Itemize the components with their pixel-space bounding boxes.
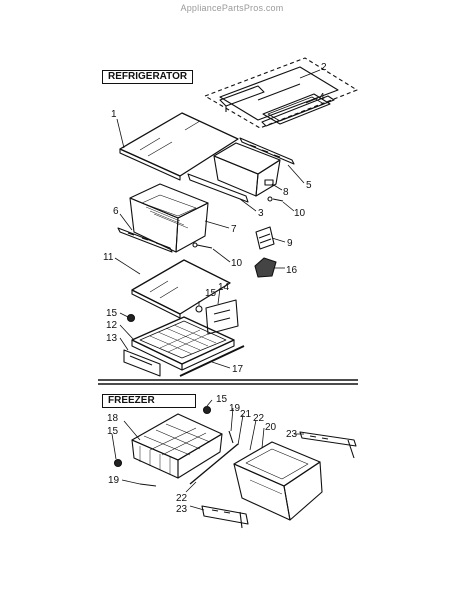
glass-shelf-11: [131, 259, 231, 319]
callout-20: 20: [265, 422, 277, 433]
cover-9: [255, 226, 275, 250]
crisper-cover-glass: [262, 93, 331, 125]
freezer-section-label: FREEZER: [102, 394, 196, 408]
callout-14: 14: [218, 282, 230, 293]
callout-12: 12: [106, 320, 118, 331]
pantry-drawer: [131, 316, 235, 371]
callout-5: 5: [306, 180, 312, 191]
callout-7: 7: [231, 224, 237, 235]
freezer-basket-18: [131, 413, 223, 479]
callout-15-basket: 15: [107, 426, 119, 437]
callout-15-pantry: 15: [205, 288, 217, 299]
pin-19-lower: [139, 483, 157, 487]
rail-17: [179, 345, 245, 377]
clip-15-front: [126, 313, 136, 323]
crisper-cover-frame: [219, 85, 265, 112]
callout-9: 9: [287, 238, 293, 249]
clip-15-freezer-upper: [202, 405, 212, 415]
freezer-bin-20: [233, 441, 323, 521]
section-divider: [98, 379, 358, 385]
callout-16: 16: [286, 265, 298, 276]
control-16: [254, 257, 277, 278]
freezer-slide-23-upper: [299, 431, 357, 459]
rod-21: [189, 443, 239, 485]
watermark-text: AppliancePartsPros.com: [180, 3, 284, 13]
callout-2: 2: [321, 62, 327, 73]
callout-8: 8: [283, 187, 289, 198]
leader-lines: [111, 69, 321, 511]
drawer-slide-5: [239, 137, 295, 165]
callout-13: 13: [106, 333, 118, 344]
pin-10-lower: [192, 242, 213, 249]
callout-18: 18: [107, 413, 119, 424]
callout-21: 21: [240, 409, 252, 420]
clip-8: [264, 179, 274, 186]
callout-17: 17: [232, 364, 244, 375]
drawer-slide-6: [117, 227, 173, 253]
pin-19-upper: [228, 430, 234, 444]
clip-15-freezer-lower: [113, 458, 123, 468]
deli-drawer-7: [129, 183, 209, 253]
glass-shelf-1: [119, 112, 239, 181]
callout-23-lower: 23: [176, 504, 188, 515]
pin-10-upper: [267, 196, 284, 202]
callout-19-lower: 19: [108, 475, 120, 486]
slide-rail-14: [205, 299, 239, 335]
crisper-cover-assembly: [204, 57, 358, 129]
callout-19-upper: 19: [229, 403, 241, 414]
callout-3: 3: [258, 208, 264, 219]
callout-11: 11: [103, 252, 114, 263]
callout-15-front: 15: [106, 308, 118, 319]
callout-6: 6: [113, 206, 119, 217]
callout-1: 1: [111, 109, 117, 120]
callout-15-freezer: 15: [216, 394, 228, 405]
freezer-slide-23-lower: [201, 505, 249, 529]
callout-4: 4: [319, 92, 325, 103]
crisper-drawer-3: [187, 142, 281, 203]
refrigerator-section-label: REFRIGERATOR: [102, 70, 194, 84]
callout-10-lower: 10: [231, 258, 243, 269]
callout-22-lower: 22: [176, 493, 188, 504]
clip-15-pantry: [195, 305, 203, 313]
callout-23-upper: 23: [286, 429, 298, 440]
pantry-slide-13: [123, 349, 161, 377]
callout-10-upper: 10: [294, 208, 306, 219]
callout-22-upper: 22: [253, 413, 265, 424]
